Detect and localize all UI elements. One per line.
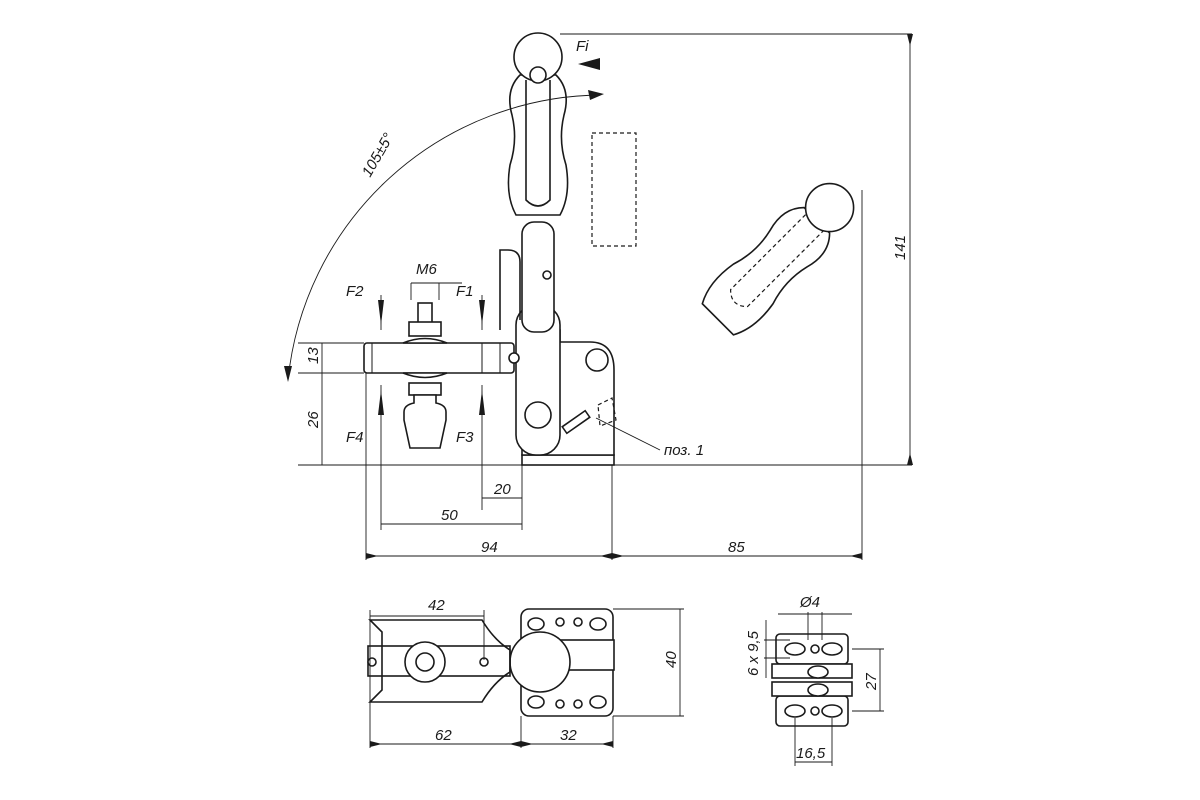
dim-27: 27	[863, 673, 880, 691]
dim-62: 62	[435, 727, 452, 744]
dim-20: 20	[493, 481, 511, 498]
spindle-tip	[403, 394, 447, 449]
hex-nut-bottom	[408, 382, 442, 396]
dim-slot: 6 x 9,5	[745, 630, 762, 676]
side-view	[284, 32, 913, 560]
base-plate	[521, 454, 615, 466]
force-label-f1: F1	[456, 283, 474, 300]
thread-label: M6	[416, 261, 437, 278]
angle-label: 105±5°	[359, 130, 398, 180]
pivot-pin	[585, 348, 609, 372]
clamp-arm	[363, 342, 515, 374]
force-label-f3: F3	[456, 429, 474, 446]
dim-42: 42	[428, 597, 445, 614]
hex-nut-top	[408, 321, 442, 337]
part-1-slot	[561, 409, 591, 435]
dim-16-5: 16,5	[796, 745, 826, 762]
dim-13: 13	[305, 347, 322, 364]
handle-grip	[507, 74, 569, 216]
force-label-f4: F4	[346, 429, 364, 446]
top-view	[367, 608, 684, 748]
dim-26: 26	[305, 411, 322, 429]
dim-40: 40	[663, 651, 680, 668]
dim-32: 32	[560, 727, 577, 744]
dim-hole-dia: Ø4	[799, 594, 820, 611]
dim-141: 141	[892, 235, 909, 260]
dim-85: 85	[728, 539, 745, 556]
handle-grip-open	[701, 206, 831, 336]
base-detail-view	[764, 612, 884, 766]
handle-shaft	[521, 221, 555, 333]
part-ref-label: поз. 1	[664, 442, 704, 459]
dim-94: 94	[481, 539, 498, 556]
handle-knob-top	[509, 631, 571, 693]
force-label-f2: F2	[346, 283, 364, 300]
dim-50: 50	[441, 507, 458, 524]
force-label-fi: Fi	[576, 38, 589, 55]
